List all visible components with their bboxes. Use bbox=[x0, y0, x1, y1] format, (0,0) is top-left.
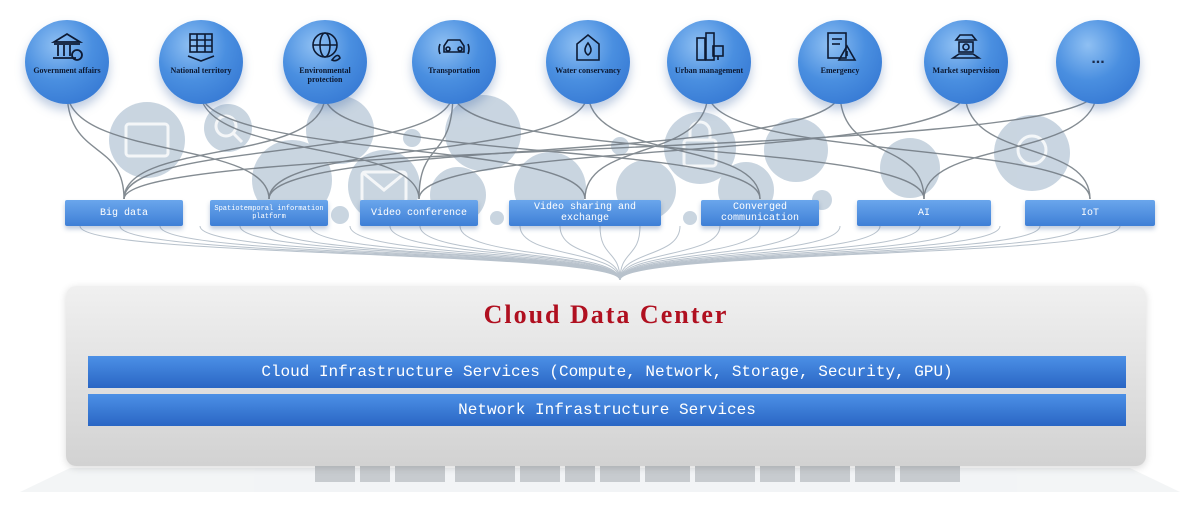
service-iot: IoT bbox=[1025, 200, 1155, 226]
data-center-title: Cloud Data Center bbox=[483, 300, 729, 329]
category-label: Emergency bbox=[820, 66, 860, 75]
more-label: ... bbox=[1091, 50, 1105, 67]
connector-line bbox=[923, 89, 1098, 200]
service-big-data: Big data bbox=[65, 200, 183, 226]
service-label: IoT bbox=[1080, 207, 1099, 219]
fan-line bbox=[389, 225, 621, 281]
category-environmental-protection: Environmental protection bbox=[283, 20, 367, 104]
fan-line bbox=[309, 225, 621, 281]
service-label: Video conference bbox=[370, 207, 467, 219]
service-ai: AI bbox=[857, 200, 991, 226]
connector-line bbox=[584, 91, 709, 200]
cloud-infrastructure-bar: Cloud Infrastructure Services (Compute, … bbox=[88, 356, 1126, 388]
data-center-connectors bbox=[79, 225, 1121, 281]
category-market-supervision: Market supervision bbox=[924, 20, 1008, 104]
connector-line bbox=[123, 89, 1098, 200]
service-label: Big data bbox=[99, 207, 148, 219]
fan-line bbox=[459, 225, 621, 281]
warning-document-icon bbox=[827, 32, 857, 61]
fan-line bbox=[619, 225, 761, 281]
fan-line bbox=[559, 225, 621, 281]
fan-line bbox=[619, 225, 641, 281]
connector-line bbox=[123, 94, 326, 200]
service-label: Spatiotemporal information platform bbox=[214, 205, 324, 221]
water-drop-icon bbox=[576, 33, 600, 61]
city-buildings-icon bbox=[696, 32, 724, 61]
service-video-conference: Video conference bbox=[360, 200, 478, 226]
connector-line bbox=[268, 91, 589, 200]
service-video-sharing: Video sharing and exchange bbox=[509, 200, 661, 226]
fan-line bbox=[519, 225, 621, 281]
category-label: Transportation bbox=[428, 66, 480, 75]
fan-line bbox=[619, 225, 1001, 281]
category-urban-management: Urban management bbox=[667, 20, 751, 104]
bar-label: Cloud Infrastructure Services (Compute, … bbox=[261, 363, 953, 381]
category-more: ... bbox=[1056, 20, 1140, 104]
service-label: Converged communication bbox=[720, 202, 799, 224]
category-label: Water conservancy bbox=[555, 66, 621, 75]
fan-line bbox=[619, 225, 801, 281]
category-label: National territory bbox=[170, 66, 232, 75]
connector-line bbox=[418, 91, 966, 200]
globe-leaf-icon bbox=[312, 32, 341, 62]
connector-line bbox=[66, 89, 270, 200]
fan-line bbox=[619, 225, 1121, 281]
government-building-icon bbox=[50, 32, 84, 61]
category-national-territory: National territory bbox=[159, 20, 243, 104]
category-government-affairs: Government affairs bbox=[25, 20, 109, 104]
category-water-conservancy: Water conservancy bbox=[546, 20, 630, 104]
category-label: Government affairs bbox=[33, 66, 101, 75]
connector-line bbox=[839, 91, 925, 200]
category-label: Environmental protection bbox=[299, 66, 351, 84]
fan-line bbox=[619, 225, 681, 281]
connector-line bbox=[199, 89, 586, 200]
scales-icon bbox=[950, 34, 982, 59]
fan-line bbox=[419, 225, 621, 281]
category-emergency: Emergency bbox=[798, 20, 882, 104]
fan-line bbox=[269, 225, 621, 281]
network-infrastructure-bar: Network Infrastructure Services bbox=[88, 394, 1126, 426]
category-connectors bbox=[66, 89, 1098, 200]
service-label: Video sharing and exchange bbox=[533, 202, 637, 224]
fan-line bbox=[349, 225, 621, 281]
fan-line bbox=[619, 225, 841, 281]
car-icon bbox=[438, 39, 470, 55]
connector-line bbox=[268, 91, 841, 200]
city-skyline bbox=[20, 437, 1180, 492]
category-label: Urban management bbox=[674, 66, 744, 75]
category-label: Market supervision bbox=[932, 66, 1000, 75]
connector-line bbox=[123, 91, 454, 200]
fan-line bbox=[619, 225, 1041, 281]
service-converged-communication: Converged communication bbox=[701, 200, 819, 226]
bar-label: Network Infrastructure Services bbox=[458, 401, 756, 419]
service-label: AI bbox=[917, 207, 930, 219]
fan-line bbox=[599, 225, 621, 281]
connector-line bbox=[707, 91, 1091, 200]
connector-line bbox=[964, 91, 1091, 200]
fan-line bbox=[619, 225, 721, 281]
connector-line bbox=[66, 89, 125, 200]
fan-line bbox=[619, 225, 921, 281]
map-layers-icon bbox=[187, 33, 215, 62]
connector-line bbox=[418, 91, 454, 200]
fan-line bbox=[619, 225, 961, 281]
fan-line bbox=[619, 225, 881, 281]
service-spatiotemporal-platform: Spatiotemporal information platform bbox=[210, 200, 328, 226]
category-transportation: Transportation bbox=[412, 20, 496, 104]
connector-line bbox=[199, 89, 420, 200]
connector-line bbox=[587, 91, 761, 200]
